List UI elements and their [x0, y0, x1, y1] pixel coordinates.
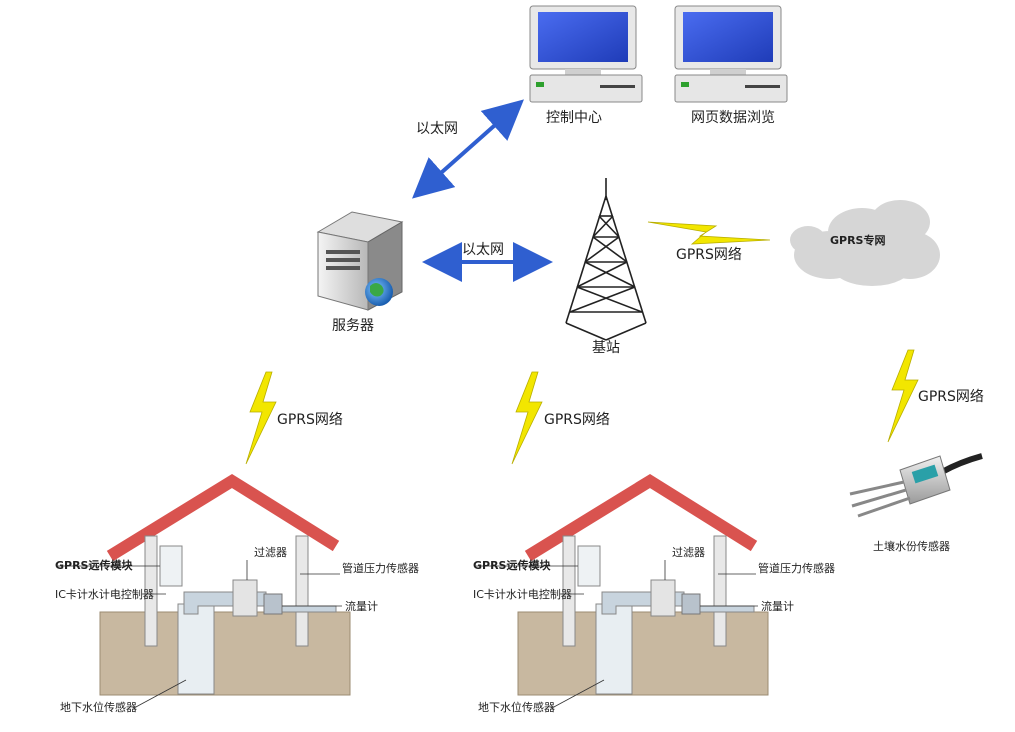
gprs-network-label-left: GPRS网络 [277, 412, 343, 428]
well-house-right [476, 473, 769, 709]
ethernet-arrow-top [412, 99, 524, 199]
control-center-label: 控制中心 [546, 110, 602, 126]
soil-moisture-sensor-icon [849, 453, 983, 518]
ic-controller-label-right: IC卡计水计电控制器 [473, 587, 572, 601]
gprs-private-network-label: GPRS专网 [830, 233, 885, 247]
cloud-icon [790, 200, 940, 286]
gprs-module-label-left: GPRS远传模块 [55, 558, 133, 572]
filter-label-left: 过滤器 [254, 546, 287, 559]
server-label: 服务器 [332, 318, 374, 334]
ethernet-label-mid: 以太网 [462, 242, 504, 258]
gprs-network-label-top: GPRS网络 [676, 247, 742, 263]
base-station-tower-icon [565, 178, 647, 341]
lightning-icon-left [245, 371, 277, 465]
pressure-sensor-label-left: 管道压力传感器 [342, 561, 419, 575]
ethernet-label-top: 以太网 [416, 121, 458, 137]
flowmeter-label-right: 流量计 [761, 599, 794, 613]
web-browse-computer-icon [674, 5, 788, 103]
lightning-icon-right [887, 349, 919, 443]
gprs-network-label-center: GPRS网络 [544, 412, 610, 428]
water-level-sensor-label-right: 地下水位传感器 [478, 700, 555, 714]
well-house-left [58, 473, 351, 709]
control-center-computer-icon [529, 5, 643, 103]
water-level-sensor-label-left: 地下水位传感器 [60, 700, 137, 714]
pressure-sensor-label-right: 管道压力传感器 [758, 561, 835, 575]
soil-moisture-sensor-label: 土壤水份传感器 [873, 539, 950, 553]
gprs-module-label-right: GPRS远传模块 [473, 558, 551, 572]
base-station-label: 基站 [592, 339, 620, 356]
lightning-icon-center [511, 371, 543, 465]
web-browse-label: 网页数据浏览 [691, 110, 775, 126]
lightning-icon-horizontal [647, 221, 771, 245]
flowmeter-label-left: 流量计 [345, 599, 378, 613]
filter-label-right: 过滤器 [672, 546, 705, 559]
ic-controller-label-left: IC卡计水计电控制器 [55, 587, 154, 601]
gprs-network-label-right: GPRS网络 [918, 389, 984, 405]
server-icon [316, 211, 404, 311]
